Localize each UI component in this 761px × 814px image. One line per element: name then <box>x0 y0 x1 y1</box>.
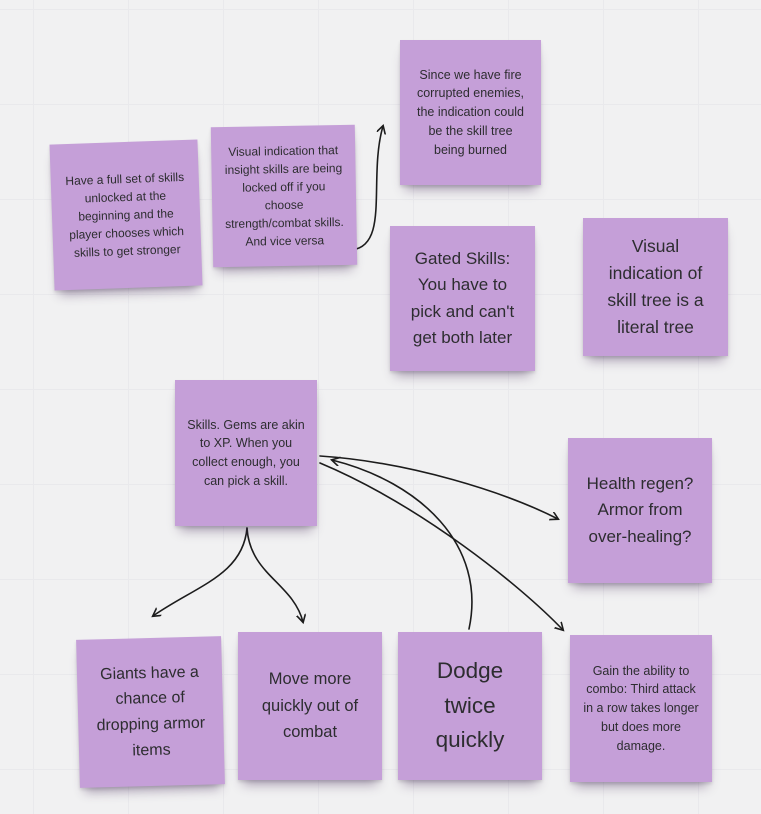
sticky-note-literal-tree[interactable]: Visual indication of skill tree is a lit… <box>583 218 728 356</box>
note-text: Move more quickly out of combat <box>261 670 359 742</box>
note-text: Since we have fire corrupted enemies, th… <box>416 67 525 157</box>
note-text: Giants have a chance of dropping armor i… <box>96 663 206 760</box>
arrow-gems-to-health-regen[interactable] <box>319 455 558 519</box>
note-text: Gated Skills: You have to pick and can't… <box>410 248 515 347</box>
arrow-gems-to-move[interactable] <box>246 527 303 622</box>
sticky-note-move-quickly[interactable]: Move more quickly out of combat <box>238 632 382 780</box>
sticky-note-dodge-twice[interactable]: Dodge twice quickly <box>398 632 542 780</box>
arrow-dodge-to-gems[interactable] <box>332 460 473 630</box>
sticky-note-health-regen[interactable]: Health regen? Armor from over-healing? <box>568 438 712 583</box>
note-text: Visual indication that insight skills ar… <box>224 143 344 249</box>
arrow-gems-to-combo[interactable] <box>319 462 563 630</box>
note-text: Dodge twice quickly <box>435 657 505 753</box>
sticky-note-burned-tree[interactable]: Since we have fire corrupted enemies, th… <box>400 40 541 185</box>
sticky-note-full-skillset[interactable]: Have a full set of skills unlocked at th… <box>49 139 203 291</box>
sticky-note-giants-armor[interactable]: Giants have a chance of dropping armor i… <box>76 636 225 788</box>
arrow-gems-to-giants[interactable] <box>153 527 248 616</box>
note-text: Gain the ability to combo: Third attack … <box>583 663 699 753</box>
sticky-note-gems-xp[interactable]: Skills. Gems are akin to XP. When you co… <box>175 380 317 526</box>
note-text: Health regen? Armor from over-healing? <box>586 473 694 546</box>
arrow-insight-to-burned[interactable] <box>351 126 383 251</box>
sticky-note-gated-skills[interactable]: Gated Skills: You have to pick and can't… <box>390 226 535 371</box>
note-text: Skills. Gems are akin to XP. When you co… <box>187 417 305 488</box>
sticky-note-combo[interactable]: Gain the ability to combo: Third attack … <box>570 635 712 782</box>
sticky-note-insight-locked[interactable]: Visual indication that insight skills ar… <box>210 124 358 268</box>
note-text: Visual indication of skill tree is a lit… <box>607 235 704 338</box>
note-text: Have a full set of skills unlocked at th… <box>65 169 185 260</box>
